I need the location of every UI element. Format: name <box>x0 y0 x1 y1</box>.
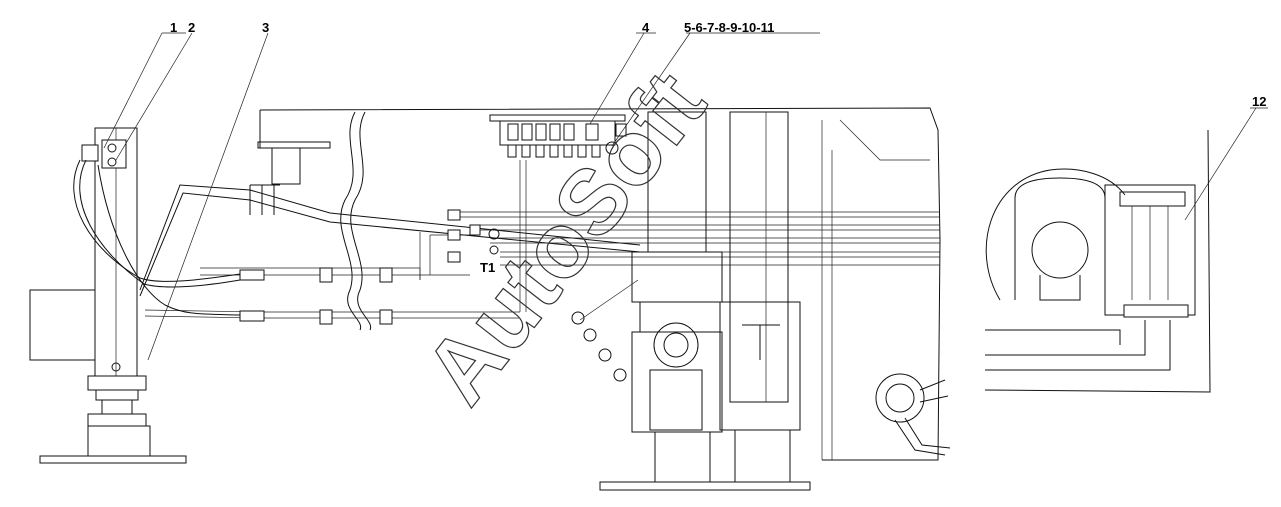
callout-2: 2 <box>188 20 195 35</box>
hose-bundles <box>73 159 940 325</box>
valve-block <box>489 114 627 158</box>
callout-1: 1 <box>170 20 177 35</box>
right-fittings <box>875 373 951 456</box>
center-cylinder-assembly <box>571 111 811 491</box>
callout-5-11: 5-6-7-8-9-10-11 <box>684 20 774 35</box>
left-outrigger <box>29 127 187 464</box>
callout-3: 3 <box>262 20 269 35</box>
label-t1: T1 <box>480 260 495 275</box>
main-frame <box>139 107 941 461</box>
callout-4: 4 <box>642 20 650 35</box>
leader-lines <box>103 32 1268 361</box>
callout-12: 12 <box>1252 94 1266 109</box>
detail-view-12 <box>984 129 1211 393</box>
